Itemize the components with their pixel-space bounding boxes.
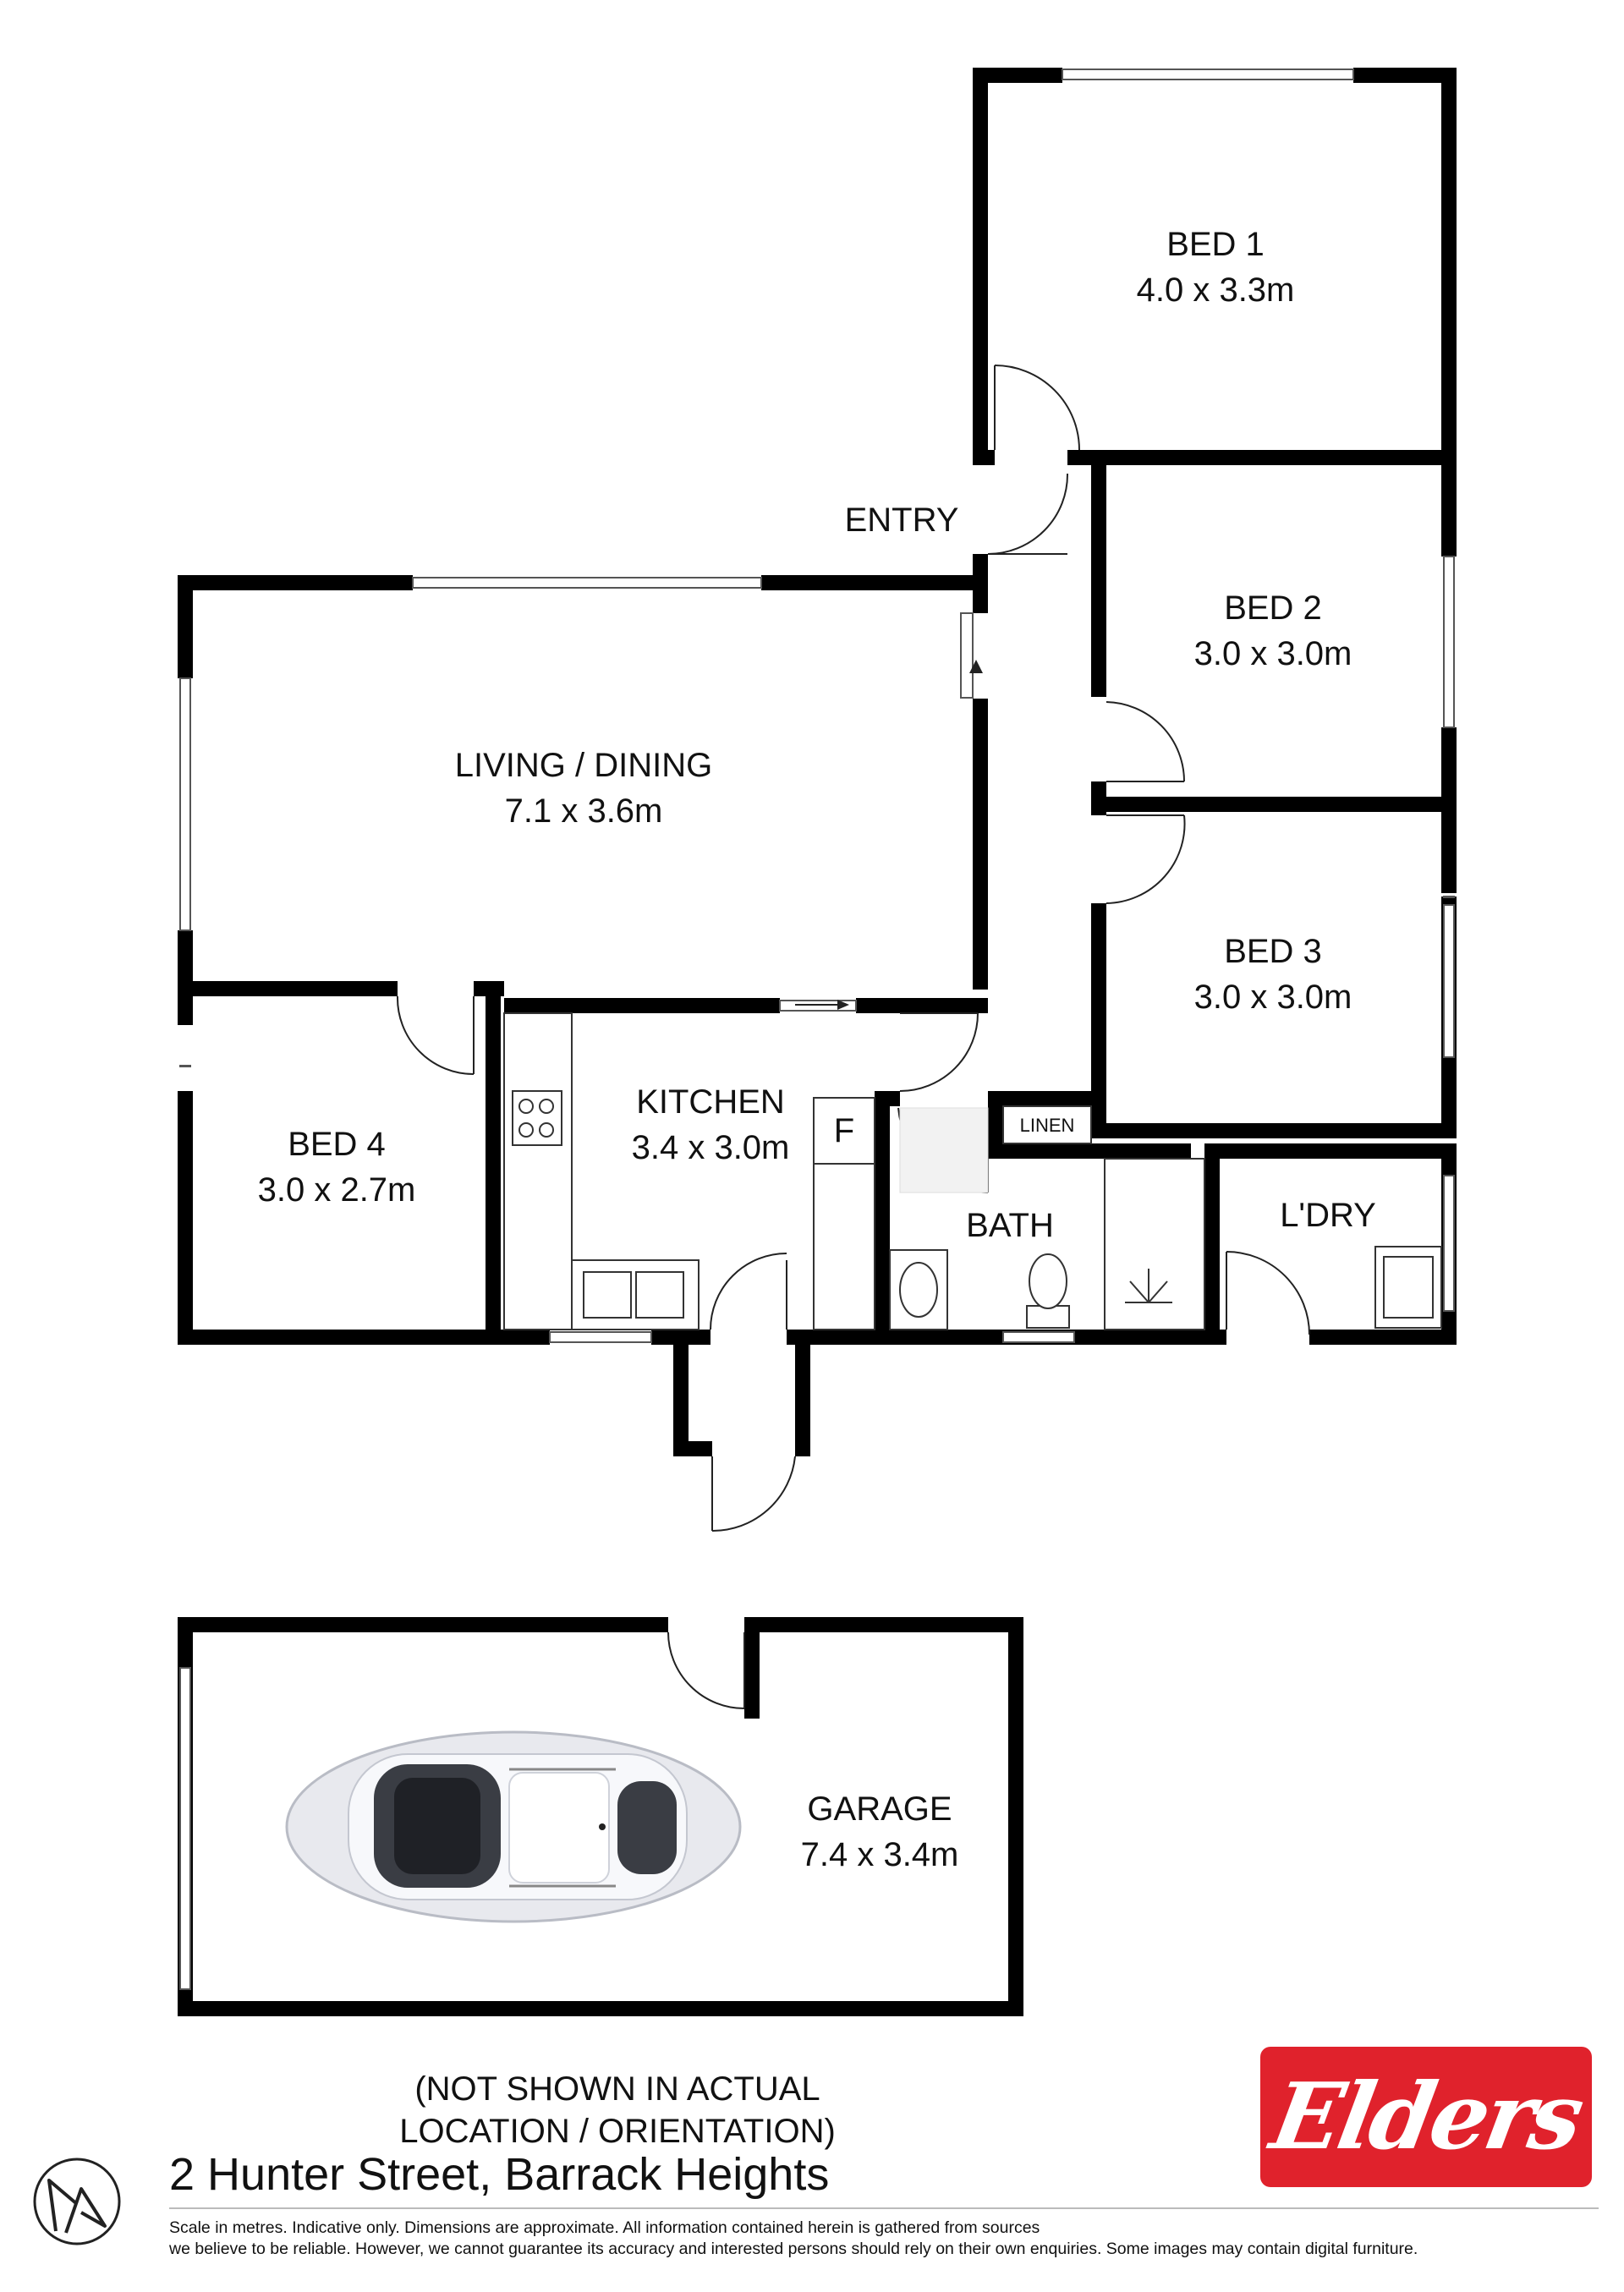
linen-label: LINEN <box>1020 1115 1075 1136</box>
orientation-note-line1: (NOT SHOWN IN ACTUAL <box>414 2070 820 2108</box>
living-size: 7.1 x 3.6m <box>505 792 663 830</box>
laundry-name: L'DRY <box>1280 1197 1376 1234</box>
room-labels: BED 1 4.0 x 3.3m ENTRY BED 2 3.0 x 3.0m … <box>258 226 1376 1873</box>
bed2-name: BED 2 <box>1224 589 1322 627</box>
disclaimer: Scale in metres. Indicative only. Dimens… <box>169 2218 1607 2260</box>
cooktop-icon <box>512 1090 562 1146</box>
shower-icon <box>1125 1269 1172 1303</box>
bed4-size: 3.0 x 2.7m <box>258 1171 416 1209</box>
elders-logo-text: Elders <box>1264 2064 1588 2170</box>
kitchen-size: 3.4 x 3.0m <box>632 1129 790 1166</box>
fixtures <box>503 1012 1442 1330</box>
bed1-size: 4.0 x 3.3m <box>1137 271 1295 309</box>
divider <box>169 2207 1599 2209</box>
car-icon <box>285 1730 742 1923</box>
kitchen-name: KITCHEN <box>636 1083 785 1121</box>
bed3-size: 3.0 x 3.0m <box>1194 979 1352 1016</box>
living-name: LIVING / DINING <box>455 747 713 784</box>
garage-size: 7.4 x 3.4m <box>801 1836 959 1873</box>
garage-name: GARAGE <box>807 1790 952 1828</box>
walls <box>178 68 1457 2016</box>
elders-logo: Elders <box>1260 2047 1592 2187</box>
bed2-size: 3.0 x 3.0m <box>1194 635 1352 672</box>
bed1-name: BED 1 <box>1166 226 1265 263</box>
entry-name: ENTRY <box>845 502 959 539</box>
orientation-note-line2: LOCATION / ORIENTATION) <box>399 2113 836 2150</box>
bath-name: BATH <box>966 1207 1054 1244</box>
property-address: 2 Hunter Street, Barrack Heights <box>169 2149 830 2200</box>
bed4-name: BED 4 <box>288 1126 386 1163</box>
windows <box>179 69 1455 1990</box>
disclaimer-line2: we believe to be reliable. However, we c… <box>169 2240 1418 2258</box>
north-arrow-icon <box>33 2158 121 2245</box>
orientation-note: (NOT SHOWN IN ACTUAL LOCATION / ORIENTAT… <box>304 2068 930 2152</box>
disclaimer-line1: Scale in metres. Indicative only. Dimens… <box>169 2218 1040 2237</box>
bed3-name: BED 3 <box>1224 933 1322 970</box>
fridge-label: F <box>834 1112 854 1149</box>
